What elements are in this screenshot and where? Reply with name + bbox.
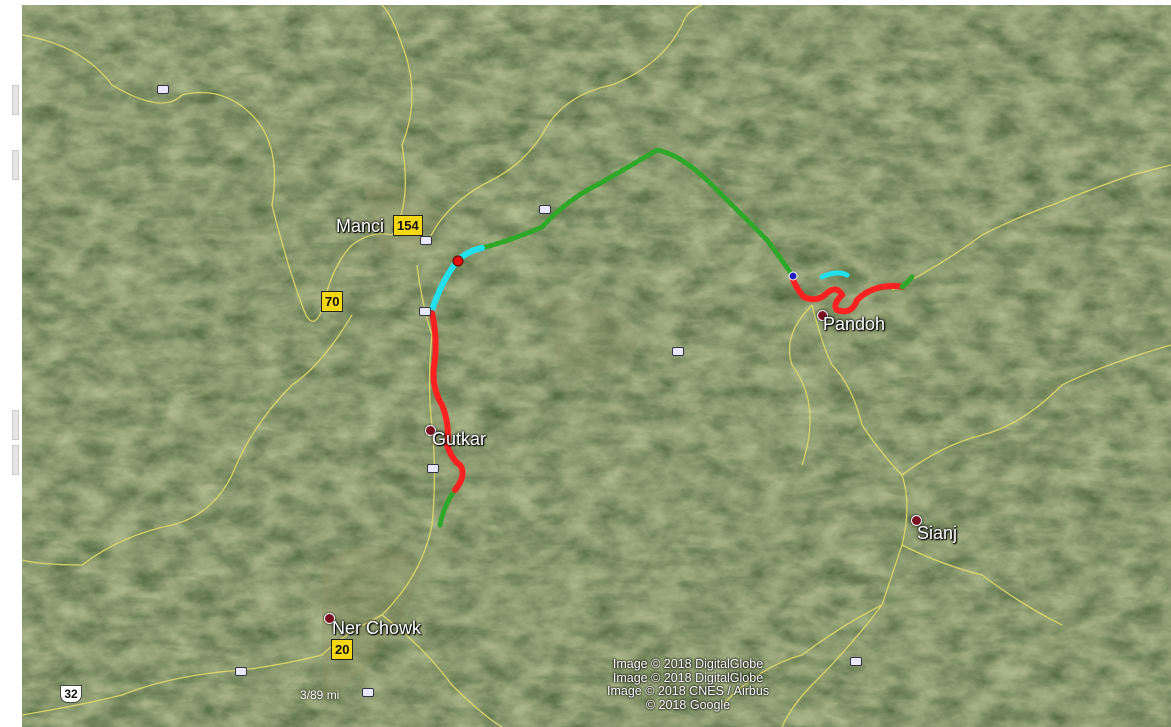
place-label-gutkar: Gutkar <box>432 429 487 449</box>
road-network <box>22 5 1171 727</box>
highway-shield-20: 20 <box>331 639 354 660</box>
car-icon <box>427 464 439 473</box>
highway-shield-70: 70 <box>321 291 344 312</box>
car-icon <box>419 307 431 316</box>
town-marker-icon[interactable] <box>911 515 922 526</box>
town-marker-icon[interactable] <box>425 425 436 436</box>
left-toolbar-strip <box>0 0 22 727</box>
toolbar-handle[interactable] <box>12 85 19 115</box>
car-icon <box>157 85 169 94</box>
attribution-line: Image © 2018 DigitalGlobe <box>612 657 764 671</box>
car-icon <box>850 657 862 666</box>
highway-shield-32: 32 <box>60 685 82 703</box>
route-track <box>429 147 915 528</box>
scale-label: 3/89 mi <box>300 688 340 702</box>
place-label-manci: Manci <box>336 216 385 236</box>
attribution-line: Image © 2018 CNES / Airbus <box>607 684 770 698</box>
attribution-line: Image © 2018 DigitalGlobe <box>612 670 764 685</box>
toolbar-handle[interactable] <box>12 410 19 440</box>
highway-shield-154: 154 <box>393 215 423 236</box>
imagery-attribution: Image © 2018 DigitalGlobe Image © 2018 D… <box>607 657 770 712</box>
car-icon <box>672 347 684 356</box>
town-marker-icon[interactable] <box>324 613 335 624</box>
place-label-sianj: Sianj <box>917 523 958 543</box>
toolbar-handle[interactable] <box>12 150 19 180</box>
terrain-layer <box>22 5 1171 727</box>
car-icon <box>420 236 432 245</box>
town-marker-icon[interactable] <box>817 310 828 321</box>
toolbar-handle[interactable] <box>12 445 19 475</box>
place-label-ner-chowk: Ner Chowk <box>332 618 422 638</box>
place-label-pandoh: Pandoh <box>823 314 886 334</box>
car-icon <box>362 688 374 697</box>
satellite-map[interactable]: Manci Pandoh Gutkar Sianj Ner Chowk 154 … <box>22 5 1171 727</box>
car-icon <box>235 667 247 676</box>
car-icon <box>539 205 551 214</box>
attribution-line: © 2018 Google <box>645 697 731 712</box>
